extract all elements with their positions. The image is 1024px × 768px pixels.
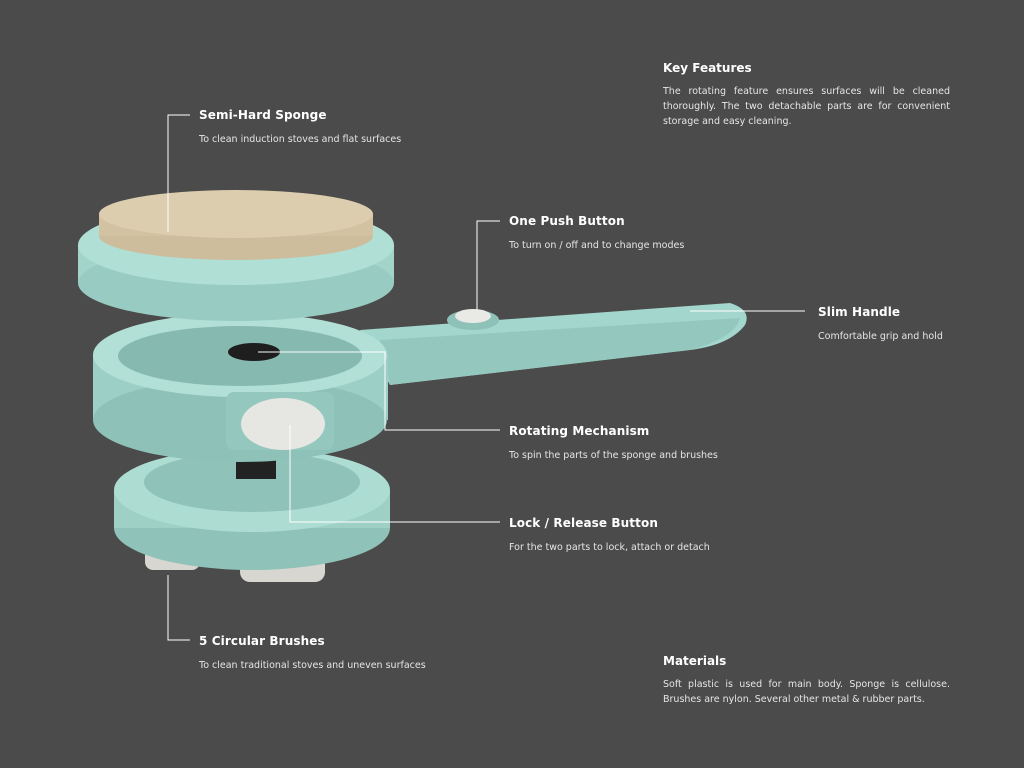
- callout-title: 5 Circular Brushes: [199, 634, 325, 648]
- main-body: [93, 303, 747, 462]
- callout-text: To clean traditional stoves and uneven s…: [199, 660, 426, 671]
- brush-base: [114, 448, 390, 582]
- callout-text: For the two parts to lock, attach or det…: [509, 542, 710, 553]
- materials-title: Materials: [663, 654, 727, 668]
- callout-semi-hard-sponge: Semi-Hard Sponge To clean induction stov…: [199, 108, 401, 147]
- callout-lines: [167, 114, 805, 641]
- callout-title: Slim Handle: [818, 305, 901, 319]
- callout-lock-release-button: Lock / Release Button For the two parts …: [509, 516, 710, 555]
- callout-slim-handle: Slim Handle Comfortable grip and hold: [818, 305, 943, 344]
- callout-circular-brushes: 5 Circular Brushes To clean traditional …: [199, 634, 426, 673]
- materials-text: Soft plastic is used for main body. Spon…: [663, 679, 950, 705]
- callout-text: Comfortable grip and hold: [818, 331, 943, 342]
- materials-block: Materials Soft plastic is used for main …: [663, 654, 950, 707]
- callout-rotating-mechanism: Rotating Mechanism To spin the parts of …: [509, 424, 718, 463]
- key-features-title: Key Features: [663, 61, 752, 75]
- callout-title: Rotating Mechanism: [509, 424, 650, 438]
- callout-title: Lock / Release Button: [509, 516, 658, 530]
- callout-title: One Push Button: [509, 214, 625, 228]
- callout-title: Semi-Hard Sponge: [199, 108, 327, 122]
- sponge-part: [78, 190, 394, 321]
- callout-text: To spin the parts of the sponge and brus…: [509, 450, 718, 461]
- callout-one-push-button: One Push Button To turn on / off and to …: [509, 214, 684, 253]
- callout-text: To turn on / off and to change modes: [509, 240, 685, 251]
- callout-text: To clean induction stoves and flat surfa…: [199, 134, 402, 145]
- key-features-text: The rotating feature ensures surfaces wi…: [663, 86, 950, 127]
- key-features-block: Key Features The rotating feature ensure…: [663, 61, 950, 129]
